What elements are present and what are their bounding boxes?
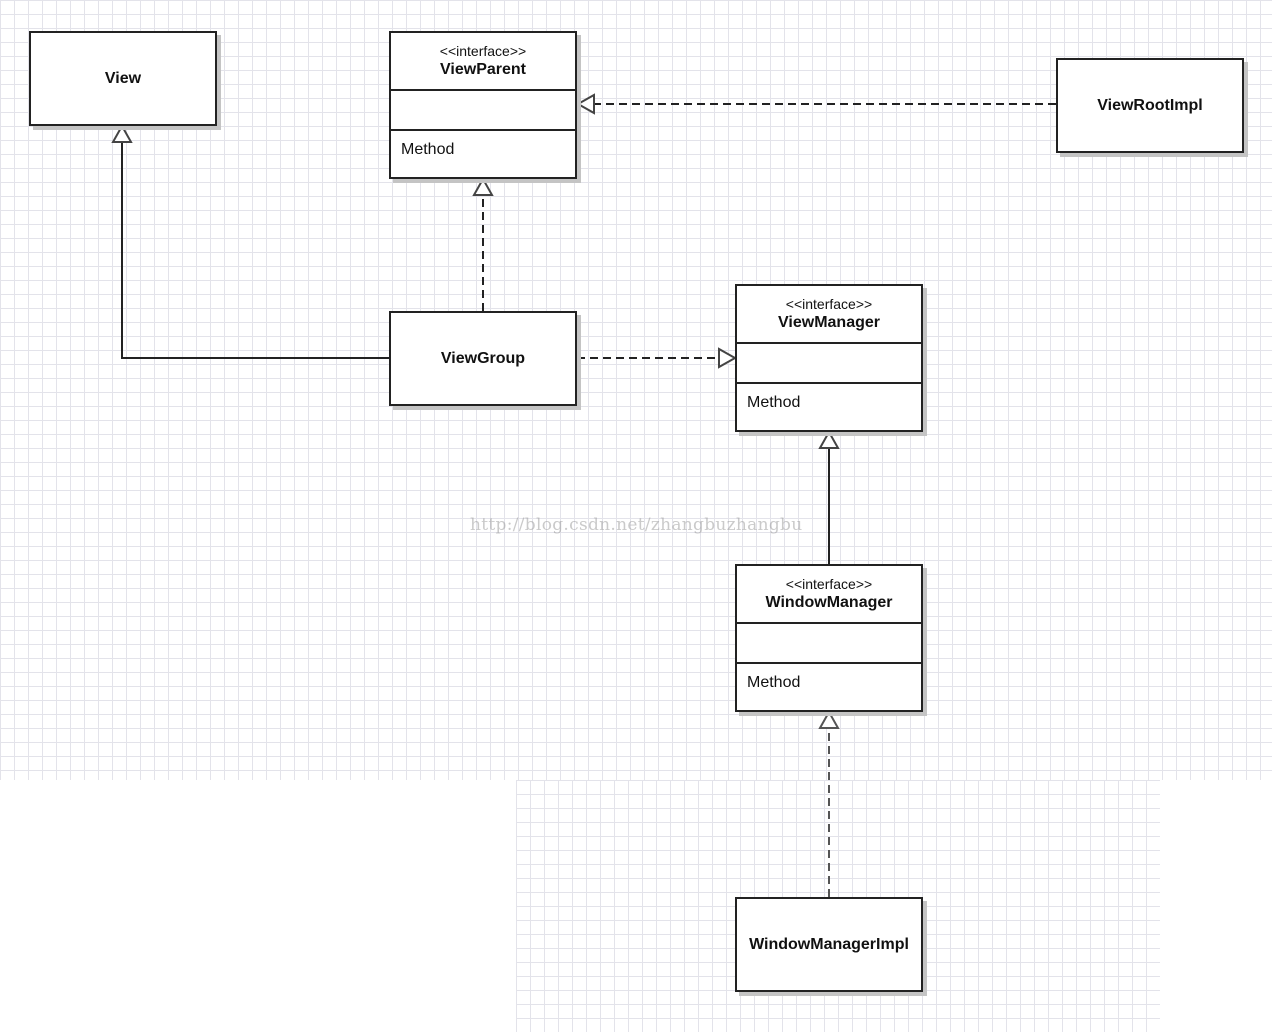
operations-compartment: Method: [401, 141, 455, 158]
stereotype-label: <<interface>>: [785, 295, 873, 312]
operations-compartment: Method: [747, 674, 801, 691]
arrowhead-windowmanager-bottom: [818, 709, 840, 729]
class-view[interactable]: View: [29, 31, 217, 126]
edge-viewgroup-view: [121, 142, 389, 359]
class-name: View: [104, 69, 142, 87]
class-name: WindowManager: [765, 593, 893, 611]
class-view-manager[interactable]: <<interface>> ViewManager Method: [735, 284, 923, 432]
class-header: <<interface>> WindowManager: [737, 566, 921, 624]
class-view-parent[interactable]: <<interface>> ViewParent Method: [389, 31, 577, 179]
arrowhead-viewmanager-left: [718, 347, 738, 369]
arrowhead-viewmanager-bottom: [818, 429, 840, 449]
grid-background-lower: [516, 780, 1160, 1032]
stereotype-label: <<interface>>: [439, 42, 527, 59]
stereotype-label: <<interface>>: [785, 575, 873, 592]
class-name: ViewRootImpl: [1097, 96, 1203, 114]
class-name: WindowManagerImpl: [749, 935, 909, 953]
class-view-group[interactable]: ViewGroup: [389, 311, 577, 406]
class-header: <<interface>> ViewParent: [391, 33, 575, 91]
class-name: ViewManager: [778, 313, 880, 331]
arrowhead-viewparent-bottom: [472, 176, 494, 196]
class-name: ViewParent: [440, 60, 526, 78]
class-window-manager-impl[interactable]: WindowManagerImpl: [735, 897, 923, 992]
class-header: <<interface>> ViewManager: [737, 286, 921, 344]
class-view-root-impl[interactable]: ViewRootImpl: [1056, 58, 1244, 153]
arrowhead-view: [111, 123, 133, 143]
operations-compartment: Method: [747, 394, 801, 411]
class-name: ViewGroup: [440, 349, 526, 367]
attributes-compartment: [391, 91, 575, 131]
watermark: http://blog.csdn.net/zhangbuzhangbu: [470, 515, 803, 535]
arrowhead-viewparent-right: [575, 93, 595, 115]
attributes-compartment: [737, 344, 921, 384]
attributes-compartment: [737, 624, 921, 664]
class-window-manager[interactable]: <<interface>> WindowManager Method: [735, 564, 923, 712]
